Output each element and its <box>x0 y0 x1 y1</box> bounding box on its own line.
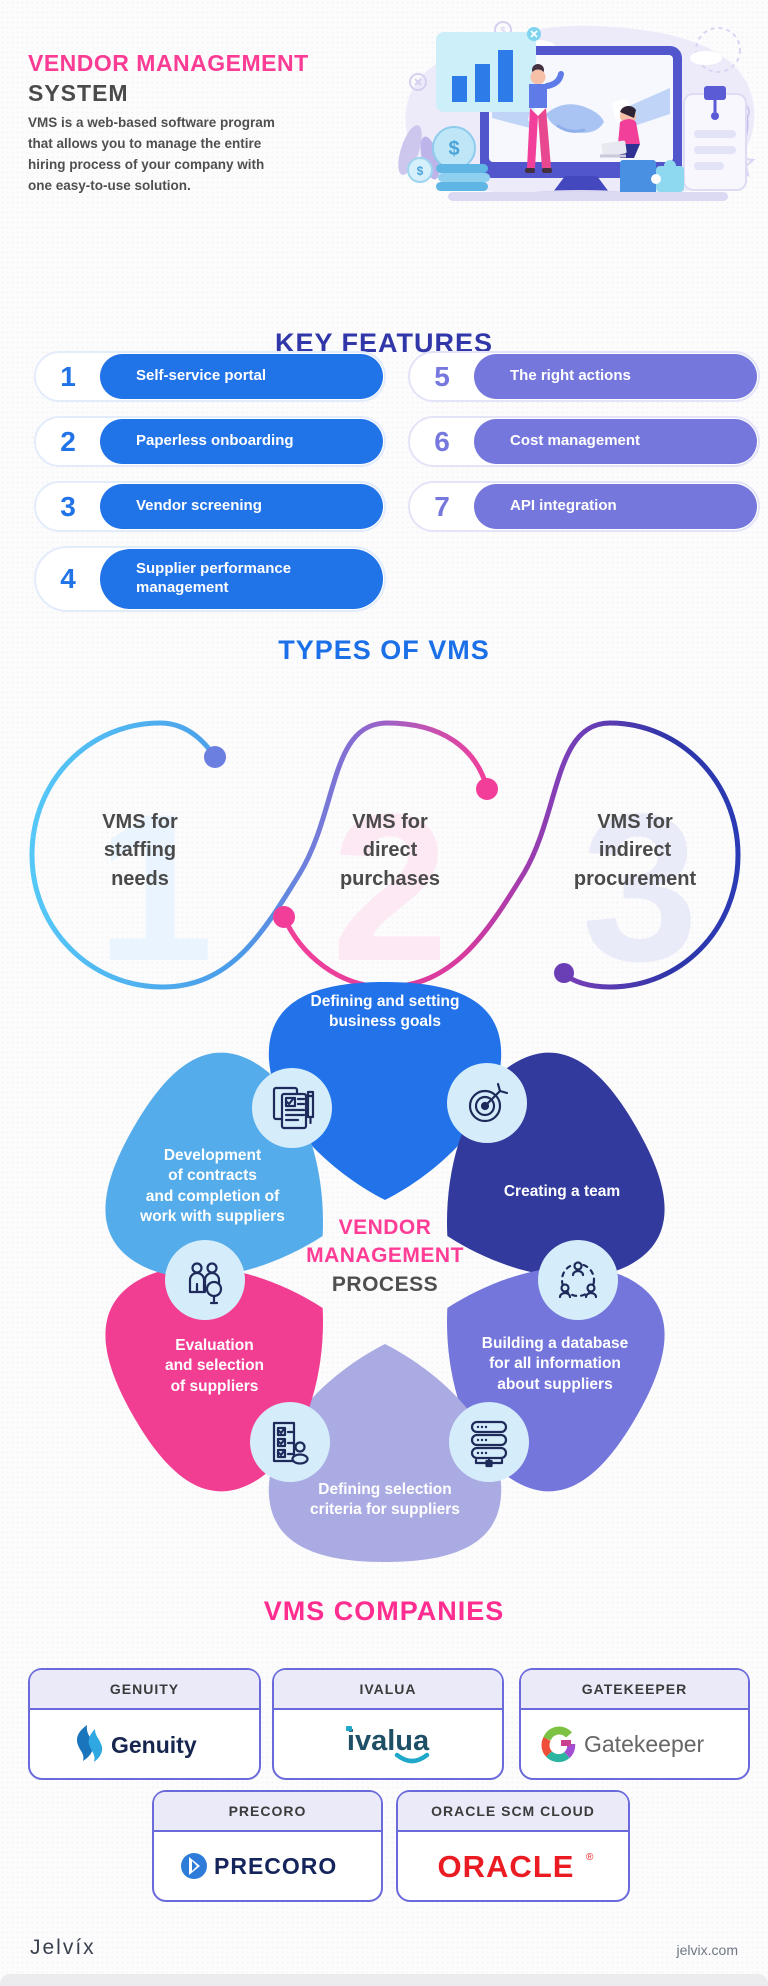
feature-number: 1 <box>60 361 76 392</box>
woman-figure <box>525 64 564 173</box>
genuity-logo: Genuity <box>30 1710 259 1778</box>
svg-text:ORACLE: ORACLE <box>438 1849 575 1884</box>
intro-text: VMS is a web-based software program that… <box>28 115 275 193</box>
dashed-circle-decor <box>695 27 741 73</box>
company-card-header: IVALUA <box>274 1670 502 1710</box>
cloud-decor <box>690 51 722 65</box>
process-step-5-label: Evaluation and selection of suppliers <box>164 1337 265 1395</box>
process-step-6-label: Development of contracts and completion … <box>140 1147 285 1226</box>
evaluation-search-icon <box>165 1240 245 1320</box>
x-circle-icon <box>409 73 427 91</box>
process-step-4-label: Defining selection criteria for supplier… <box>310 1481 460 1519</box>
feature-label: API integration <box>474 484 757 529</box>
company-card-header: GATEKEEPER <box>521 1670 748 1710</box>
types-title: TYPES OF VMS <box>278 635 490 665</box>
feature-label: Self-service portal <box>100 354 383 399</box>
bottom-edge-decor <box>0 1974 768 1986</box>
feature-number: 7 <box>434 491 450 522</box>
loop-dot <box>204 746 226 768</box>
loop-dot <box>476 778 498 800</box>
feature-label: The right actions <box>474 354 757 399</box>
company-card-header: PRECORO <box>154 1792 381 1832</box>
clipboard-panel <box>683 86 747 191</box>
feature-pill-2: 2 Paperless onboarding <box>34 416 386 467</box>
process-step-2-label: Creating a team <box>503 1183 621 1200</box>
companies-title: VMS COMPANIES <box>263 1596 505 1626</box>
svg-text:$: $ <box>448 138 459 160</box>
svg-text:Gatekeeper: Gatekeeper <box>584 1731 705 1757</box>
feature-label: Paperless onboarding <box>100 419 383 464</box>
type-3-label: VMS for indirect procurement <box>573 811 697 890</box>
ivalua-teal-dot <box>346 1726 352 1731</box>
ivalua-smile <box>394 1752 430 1764</box>
puzzle-piece-icon <box>651 160 684 192</box>
feature-pill-1: 1 Self-service portal <box>34 351 386 402</box>
criteria-checklist-icon <box>250 1402 330 1482</box>
oracle-logo: ORACLE ® <box>398 1832 628 1900</box>
ivalua-logo: ivalua <box>274 1710 502 1778</box>
gatekeeper-logo: Gatekeeper <box>521 1710 748 1778</box>
loop-stroke-1-2 <box>29 720 490 990</box>
type-1-label: VMS for staffing needs <box>102 811 178 890</box>
ground-bar <box>448 192 728 201</box>
feature-label: Vendor screening <box>100 484 383 529</box>
svg-text:PRECORO: PRECORO <box>214 1853 337 1879</box>
loop-dot <box>554 963 574 983</box>
feature-label: Supplier performance management <box>100 549 383 609</box>
company-card-gatekeeper: GATEKEEPER Gatekeeper <box>519 1668 750 1780</box>
svg-text:$: $ <box>417 164 424 178</box>
feature-number: 5 <box>434 361 450 392</box>
precoro-logo: PRECORO <box>154 1832 381 1900</box>
coins-stack: $ $ <box>407 126 490 191</box>
header-illustration: $ <box>398 21 756 201</box>
jelvix-logo: Jelvíx <box>30 1936 96 1959</box>
feature-pill-3: 3 Vendor screening <box>34 481 386 532</box>
company-card-genuity: GENUITY Genuity <box>28 1668 261 1780</box>
company-card-header: GENUITY <box>30 1670 259 1710</box>
company-card-ivalua: IVALUA ivalua <box>272 1668 504 1780</box>
svg-text:ivalua: ivalua <box>347 1725 430 1757</box>
page-subtitle: SYSTEM <box>28 80 129 106</box>
dollar-glyph: $ <box>500 26 506 37</box>
genuity-flame-icon <box>76 1725 93 1761</box>
process-step-3-label: Building a database for all information … <box>481 1335 629 1393</box>
bar-chart-card <box>436 27 541 112</box>
feature-number: 3 <box>60 491 76 522</box>
team-network-icon <box>538 1240 618 1320</box>
database-servers-icon <box>449 1402 529 1482</box>
feature-pill-4: 4 Supplier performance management <box>34 546 386 612</box>
feature-number: 2 <box>60 426 76 457</box>
type-2-label: VMS for direct purchases <box>339 811 441 890</box>
process-cycle-diagram <box>75 982 695 1562</box>
feature-pill-7: 7 API integration <box>408 481 760 532</box>
feature-number: 6 <box>434 426 450 457</box>
svg-text:Genuity: Genuity <box>111 1732 197 1758</box>
page-title: VENDOR MANAGEMENT <box>28 50 309 76</box>
feature-label: Cost management <box>474 419 757 464</box>
process-center-title: VENDOR MANAGEMENT PROCESS <box>306 1216 464 1296</box>
target-goal-icon <box>447 1063 527 1143</box>
watermark-number-1: 1 <box>97 770 214 1005</box>
company-card-oracle: ORACLE SCM CLOUD ORACLE ® <box>396 1790 630 1902</box>
man-figure <box>600 105 656 194</box>
feature-number: 4 <box>60 563 76 594</box>
company-card-header: ORACLE SCM CLOUD <box>398 1792 628 1832</box>
feature-pill-5: 5 The right actions <box>408 351 760 402</box>
registered-mark: ® <box>586 1852 594 1863</box>
footer-website-link[interactable]: jelvix.com <box>676 1942 738 1958</box>
feature-pill-6: 6 Cost management <box>408 416 760 467</box>
watermark-number-2: 2 <box>332 770 449 1005</box>
company-card-precoro: PRECORO PRECORO <box>152 1790 383 1902</box>
loop-dot <box>273 906 295 928</box>
process-step-1-label: Defining and setting business goals <box>310 993 460 1031</box>
contract-document-icon <box>252 1068 332 1148</box>
